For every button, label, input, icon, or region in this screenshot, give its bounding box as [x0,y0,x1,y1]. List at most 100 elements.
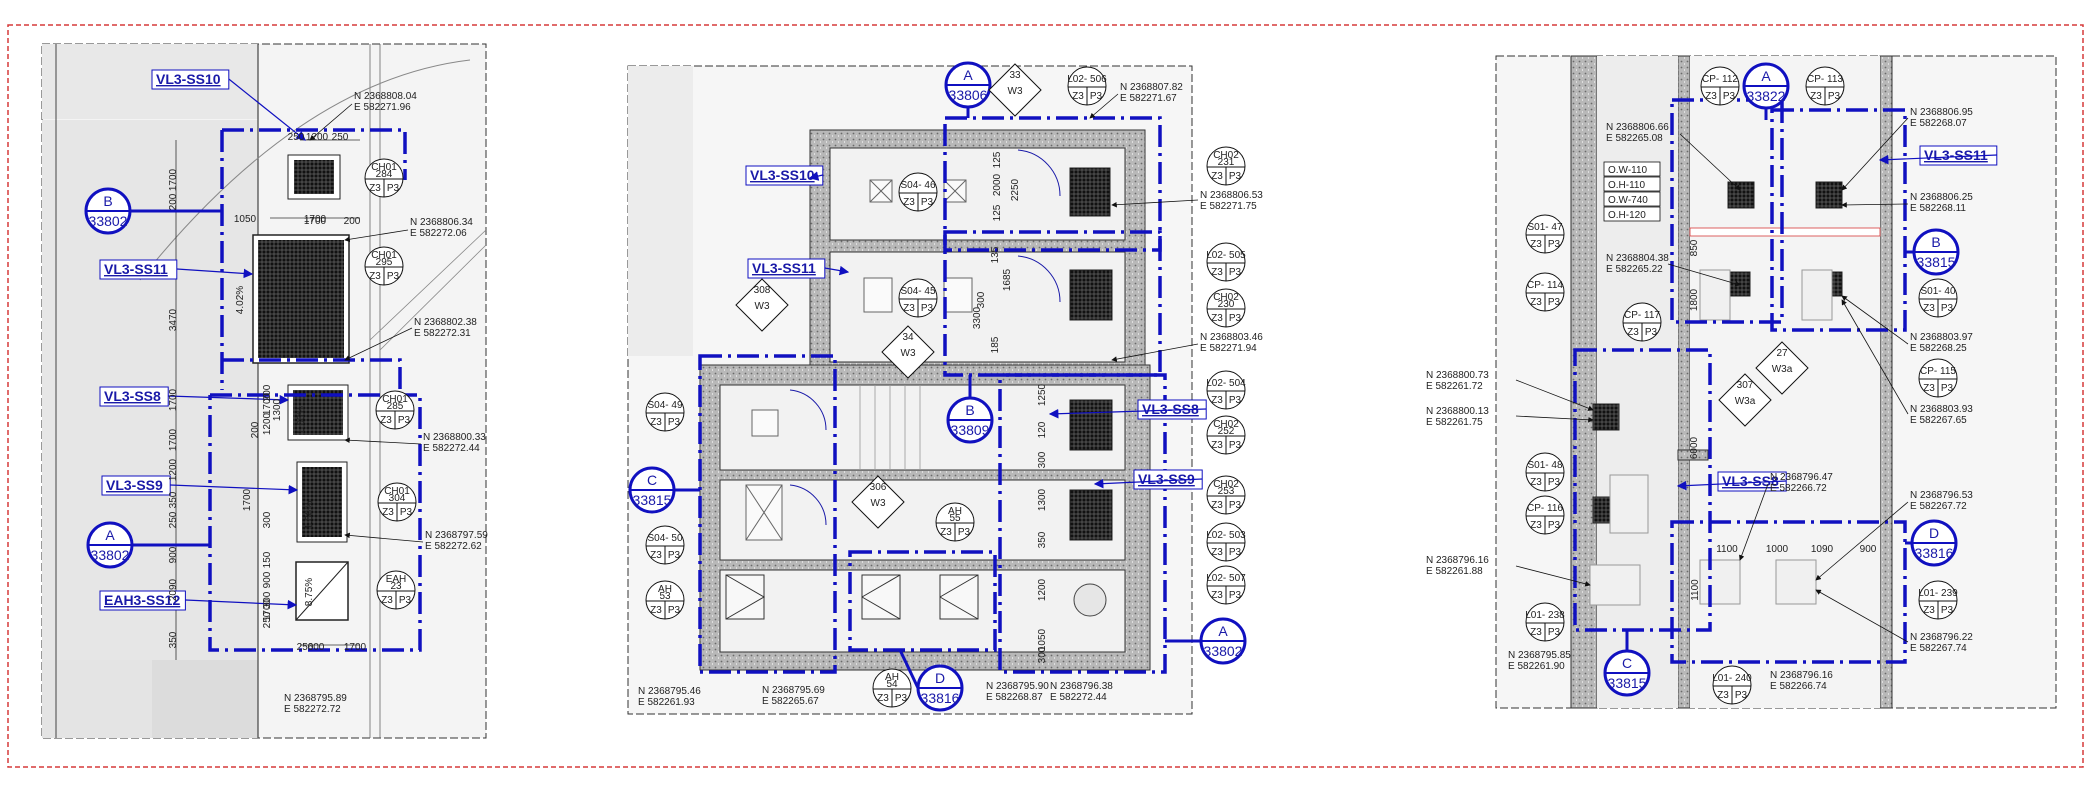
label-vl3-ss9-p2[interactable]: VL3-SS9 [1093,469,1203,490]
coord-p2-6-e: E 582268.87 [986,692,1043,703]
dim-p3-7: 1100 [1690,579,1701,601]
label-vl3-ss11[interactable]: VL3-SS11 [99,259,254,280]
tag-ch01-284-zone: Z3 [369,183,381,194]
dim-p2-6: 300 [976,291,987,308]
coord-p3-3-e: E 582268.11 [1910,203,1966,214]
coord-p3-8-n: N 2368800.13 [1426,406,1489,417]
tag-l01-240-phase: P3 [1735,690,1748,701]
section-b-33802-p1-number: 33802 [89,213,128,229]
tag-ch01-284-number: 284 [376,169,393,180]
coord-p3-7-n: N 2368800.73 [1426,370,1489,381]
coord-p3-5-e: E 582268.25 [1910,343,1967,354]
tag-s04-50-zone: Z3 [650,550,662,561]
dim-p3-3: 1100 [1716,544,1738,555]
dim-p1-7: 1700 [168,168,179,191]
dim-p1-23: 200 [262,384,273,401]
coord-p1-1-n: N 2368808.04 [354,91,417,102]
section-a-33802-p1-number: 33802 [91,547,130,563]
label-vl3-ss8[interactable]: VL3-SS8 [99,386,290,407]
dim-p1-3: 1700 [304,214,327,225]
label-vl3-ss10-p2[interactable]: VL3-SS10 [745,165,824,186]
label-vl3-ss11-p3[interactable]: VL3-SS11 [1878,145,1998,166]
tag-cp-115-zone: Z3 [1923,383,1935,394]
tag-l01-238-zone: Z3 [1530,627,1542,638]
tag-cp-114-code: CP- 114 [1527,280,1563,291]
legend-text-3: O.H-120 [1608,210,1646,221]
legend-box-3 [1603,206,1661,222]
door-tag-34-num: 34 [902,332,914,343]
tag-l01-238-code: L01- 238 [1525,610,1565,621]
label-vl3-ss8-p2[interactable]: VL3-SS8 [1048,399,1207,420]
coord-p3-9-e: E 582266.72 [1770,483,1827,494]
tag-ah-54-number: 54 [886,679,898,690]
legend-text-0: O.W-110 [1608,165,1648,176]
coord-p1-3-n: N 2368802.38 [414,317,477,328]
label-vl3-ss10[interactable]: VL3-SS10 [151,69,306,141]
tag-ah-54-phase: P3 [895,693,908,704]
label-eah3-ss12[interactable]: EAH3-SS12 [99,590,298,611]
coord-p1-1-e: E 582271.96 [354,102,411,113]
tag-s04-45-zone: Z3 [903,303,915,314]
label-vl3-ss11-p2[interactable]: VL3-SS11 [747,258,850,279]
tag-ch01-304-code: CH01 [384,486,410,497]
section-a-33822-letter: A [1761,68,1771,84]
coord-p3-7-e: E 582261.72 [1426,381,1483,392]
label-vl3-ss9[interactable]: VL3-SS9 [101,475,299,496]
tag-s01-47-zone: Z3 [1530,239,1542,250]
tag-s04-49-phase: P3 [668,417,681,428]
label-vl3-ss8-p3[interactable]: VL3-SS8 [1676,471,1787,492]
section-b-33809-letter: B [965,402,974,418]
tag-ah-54-zone: Z3 [877,693,889,704]
